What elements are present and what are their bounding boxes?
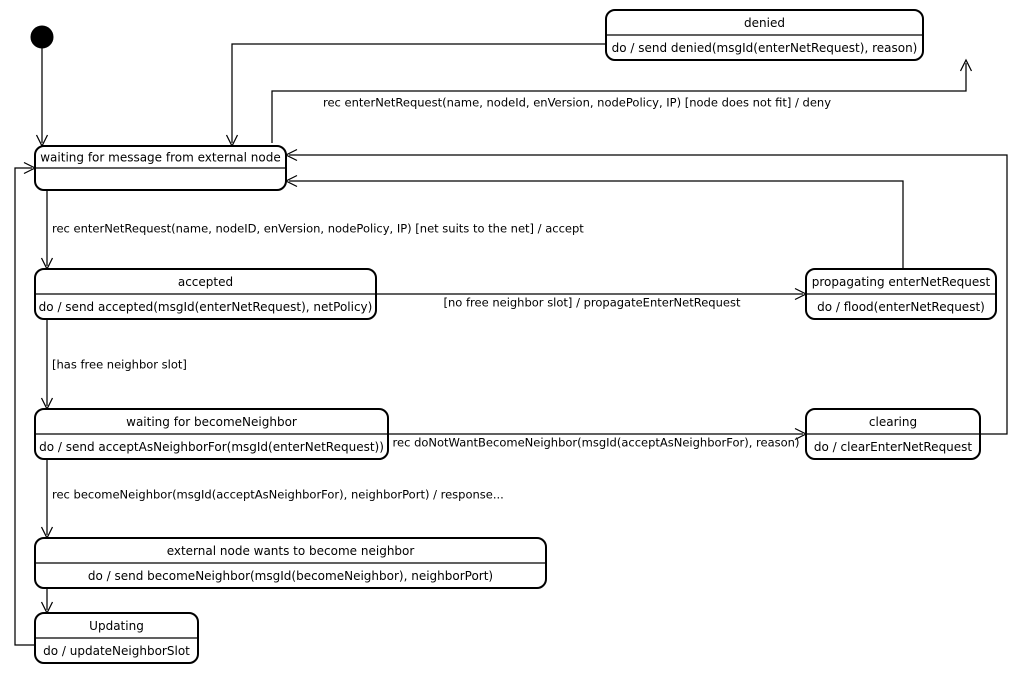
transition-updating-to-waiting (14, 161, 37, 646)
transition-label-accepted-to-propagating: [no free neighbor slot] / propagateEnter… (444, 296, 741, 310)
state-title: external node wants to become neighbor (167, 544, 415, 558)
state-activity-text: do / send accepted(msgId(enterNetRequest… (39, 300, 373, 314)
state-accepted[interactable]: accepted do / send accepted(msgId(enterNe… (34, 268, 377, 320)
transition-label-waiting-become-to-clearing: rec doNotWantBecomeNeighbor(msgId(accept… (393, 436, 800, 450)
transition-label-waiting-to-denied: rec enterNetRequest(name, nodeId, enVers… (323, 96, 831, 110)
state-propagating[interactable]: propagating enterNetRequest do / flood(en… (805, 268, 997, 320)
state-clearing[interactable]: clearing do / clearEnterNetRequest (805, 408, 981, 460)
states-layer: denied do / send denied(msgId(enterNetReq… (30, 9, 997, 664)
transition-waiting-become-to-external-wants (40, 459, 54, 540)
transition-label-waiting-become-to-external-wants: rec becomeNeighbor(msgId(acceptAsNeighbo… (52, 488, 504, 502)
transition-labels-layer: rec enterNetRequest(name, nodeId, enVers… (52, 96, 831, 502)
transition-label-waiting-to-accepted: rec enterNetRequest(name, nodeID, enVers… (52, 222, 584, 236)
transition-label-accepted-to-waiting-become: [has free neighbor slot] (52, 358, 187, 372)
transition-init-to-waiting (35, 48, 49, 148)
initial-state-node (30, 25, 54, 49)
state-updating[interactable]: Updating do / updateNeighborSlot (34, 612, 199, 664)
state-activity-text: do / send becomeNeighbor(msgId(becomeNei… (88, 569, 493, 583)
state-external-node-wants[interactable]: external node wants to become neighbor do… (34, 537, 547, 589)
state-title: clearing (869, 415, 917, 429)
state-title: propagating enterNetRequest (812, 275, 991, 289)
transition-waiting-to-denied (271, 58, 973, 143)
state-waiting-become-neighbor[interactable]: waiting for becomeNeighbor do / send acce… (34, 408, 389, 460)
transition-external-wants-to-updating (40, 588, 54, 615)
state-activity-text: do / send acceptAsNeighborFor(msgId(ente… (39, 440, 384, 454)
state-title: Updating (89, 619, 144, 633)
state-activity-text: do / flood(enterNetRequest) (817, 300, 985, 314)
state-title: waiting for message from external node (40, 151, 281, 165)
state-title: accepted (178, 275, 233, 289)
transition-accepted-to-waiting-become (40, 319, 54, 411)
transitions-layer (14, 43, 1008, 646)
arrowhead-icon (959, 58, 973, 72)
state-activity-text: do / send denied(msgId(enterNetRequest),… (612, 41, 918, 55)
state-waiting-external[interactable]: waiting for message from external node (34, 145, 287, 191)
state-activity-text: do / clearEnterNetRequest (814, 440, 973, 454)
transition-waiting-to-accepted (40, 190, 54, 271)
state-title: denied (744, 16, 785, 30)
state-activity-text: do / updateNeighborSlot (43, 644, 190, 658)
state-title: waiting for becomeNeighbor (126, 415, 297, 429)
state-denied[interactable]: denied do / send denied(msgId(enterNetReq… (605, 9, 924, 61)
